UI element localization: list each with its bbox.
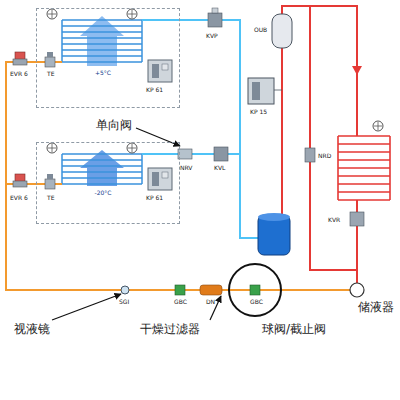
leader-line <box>52 294 121 320</box>
suction-line <box>142 20 258 238</box>
compressor <box>258 213 290 255</box>
valve-label: NRV <box>180 164 192 171</box>
part-label: SGI <box>119 298 129 305</box>
sight-glass <box>121 286 129 294</box>
valve-label: KVR <box>328 216 340 223</box>
callout-text: 单向阀 <box>96 118 132 132</box>
callout-text: 视液镜 <box>14 322 50 336</box>
pressure-regulator <box>350 212 364 226</box>
valve-label: TE <box>47 194 54 201</box>
callout-text: 球阀/截止阀 <box>262 322 326 336</box>
control-label: KP 61 <box>146 86 163 93</box>
valve-label: GBC <box>174 298 187 305</box>
valve-label: EVR 6 <box>10 70 28 77</box>
temperature-text: -20°C <box>95 189 112 196</box>
cold-room-box: -20°C <box>36 142 180 224</box>
bypass-valve <box>305 148 315 162</box>
evaporator-2 <box>47 143 172 190</box>
control-label: KP 61 <box>146 194 163 201</box>
valve-label: TE <box>47 70 54 77</box>
callout-text: 干燥过滤器 <box>140 322 200 336</box>
receiver-symbol <box>350 283 364 297</box>
flow-arrow <box>352 66 362 75</box>
part-label: OUB <box>254 26 267 33</box>
highlight-circle <box>229 264 281 316</box>
oil-separator <box>272 14 292 48</box>
ball-valve <box>175 285 185 295</box>
expansion-valves <box>45 52 55 189</box>
valve-label: GBC <box>250 298 263 305</box>
suction-valves <box>178 8 228 161</box>
valve-label: KVP <box>206 32 218 39</box>
control-label: KP 15 <box>250 108 267 115</box>
callout-text: 储液器 <box>358 300 394 314</box>
ball-valve <box>250 285 260 295</box>
liquid-line <box>6 62 350 290</box>
part-label: DN <box>206 298 215 305</box>
pressure-switch <box>248 78 282 104</box>
leader-line <box>136 128 180 146</box>
condenser <box>338 121 390 200</box>
temperature-text: +5°C <box>95 69 111 76</box>
filter-drier <box>200 285 222 295</box>
valve-label: NRD <box>318 152 331 159</box>
valve-label: KVL <box>214 164 225 171</box>
valve-label: EVR 6 <box>10 194 28 201</box>
